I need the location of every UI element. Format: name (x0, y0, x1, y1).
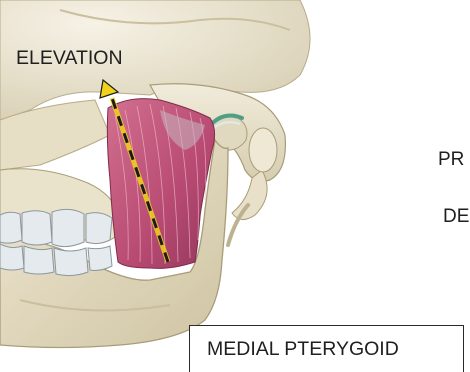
depression-label: DE (443, 206, 469, 228)
muscle-name-label: MEDIAL PTERYGOID (207, 338, 399, 361)
protrusion-label: PR (438, 149, 464, 171)
muscle-name-box: MEDIAL PTERYGOID (189, 325, 464, 372)
elevation-label: ELEVATION (16, 47, 123, 69)
